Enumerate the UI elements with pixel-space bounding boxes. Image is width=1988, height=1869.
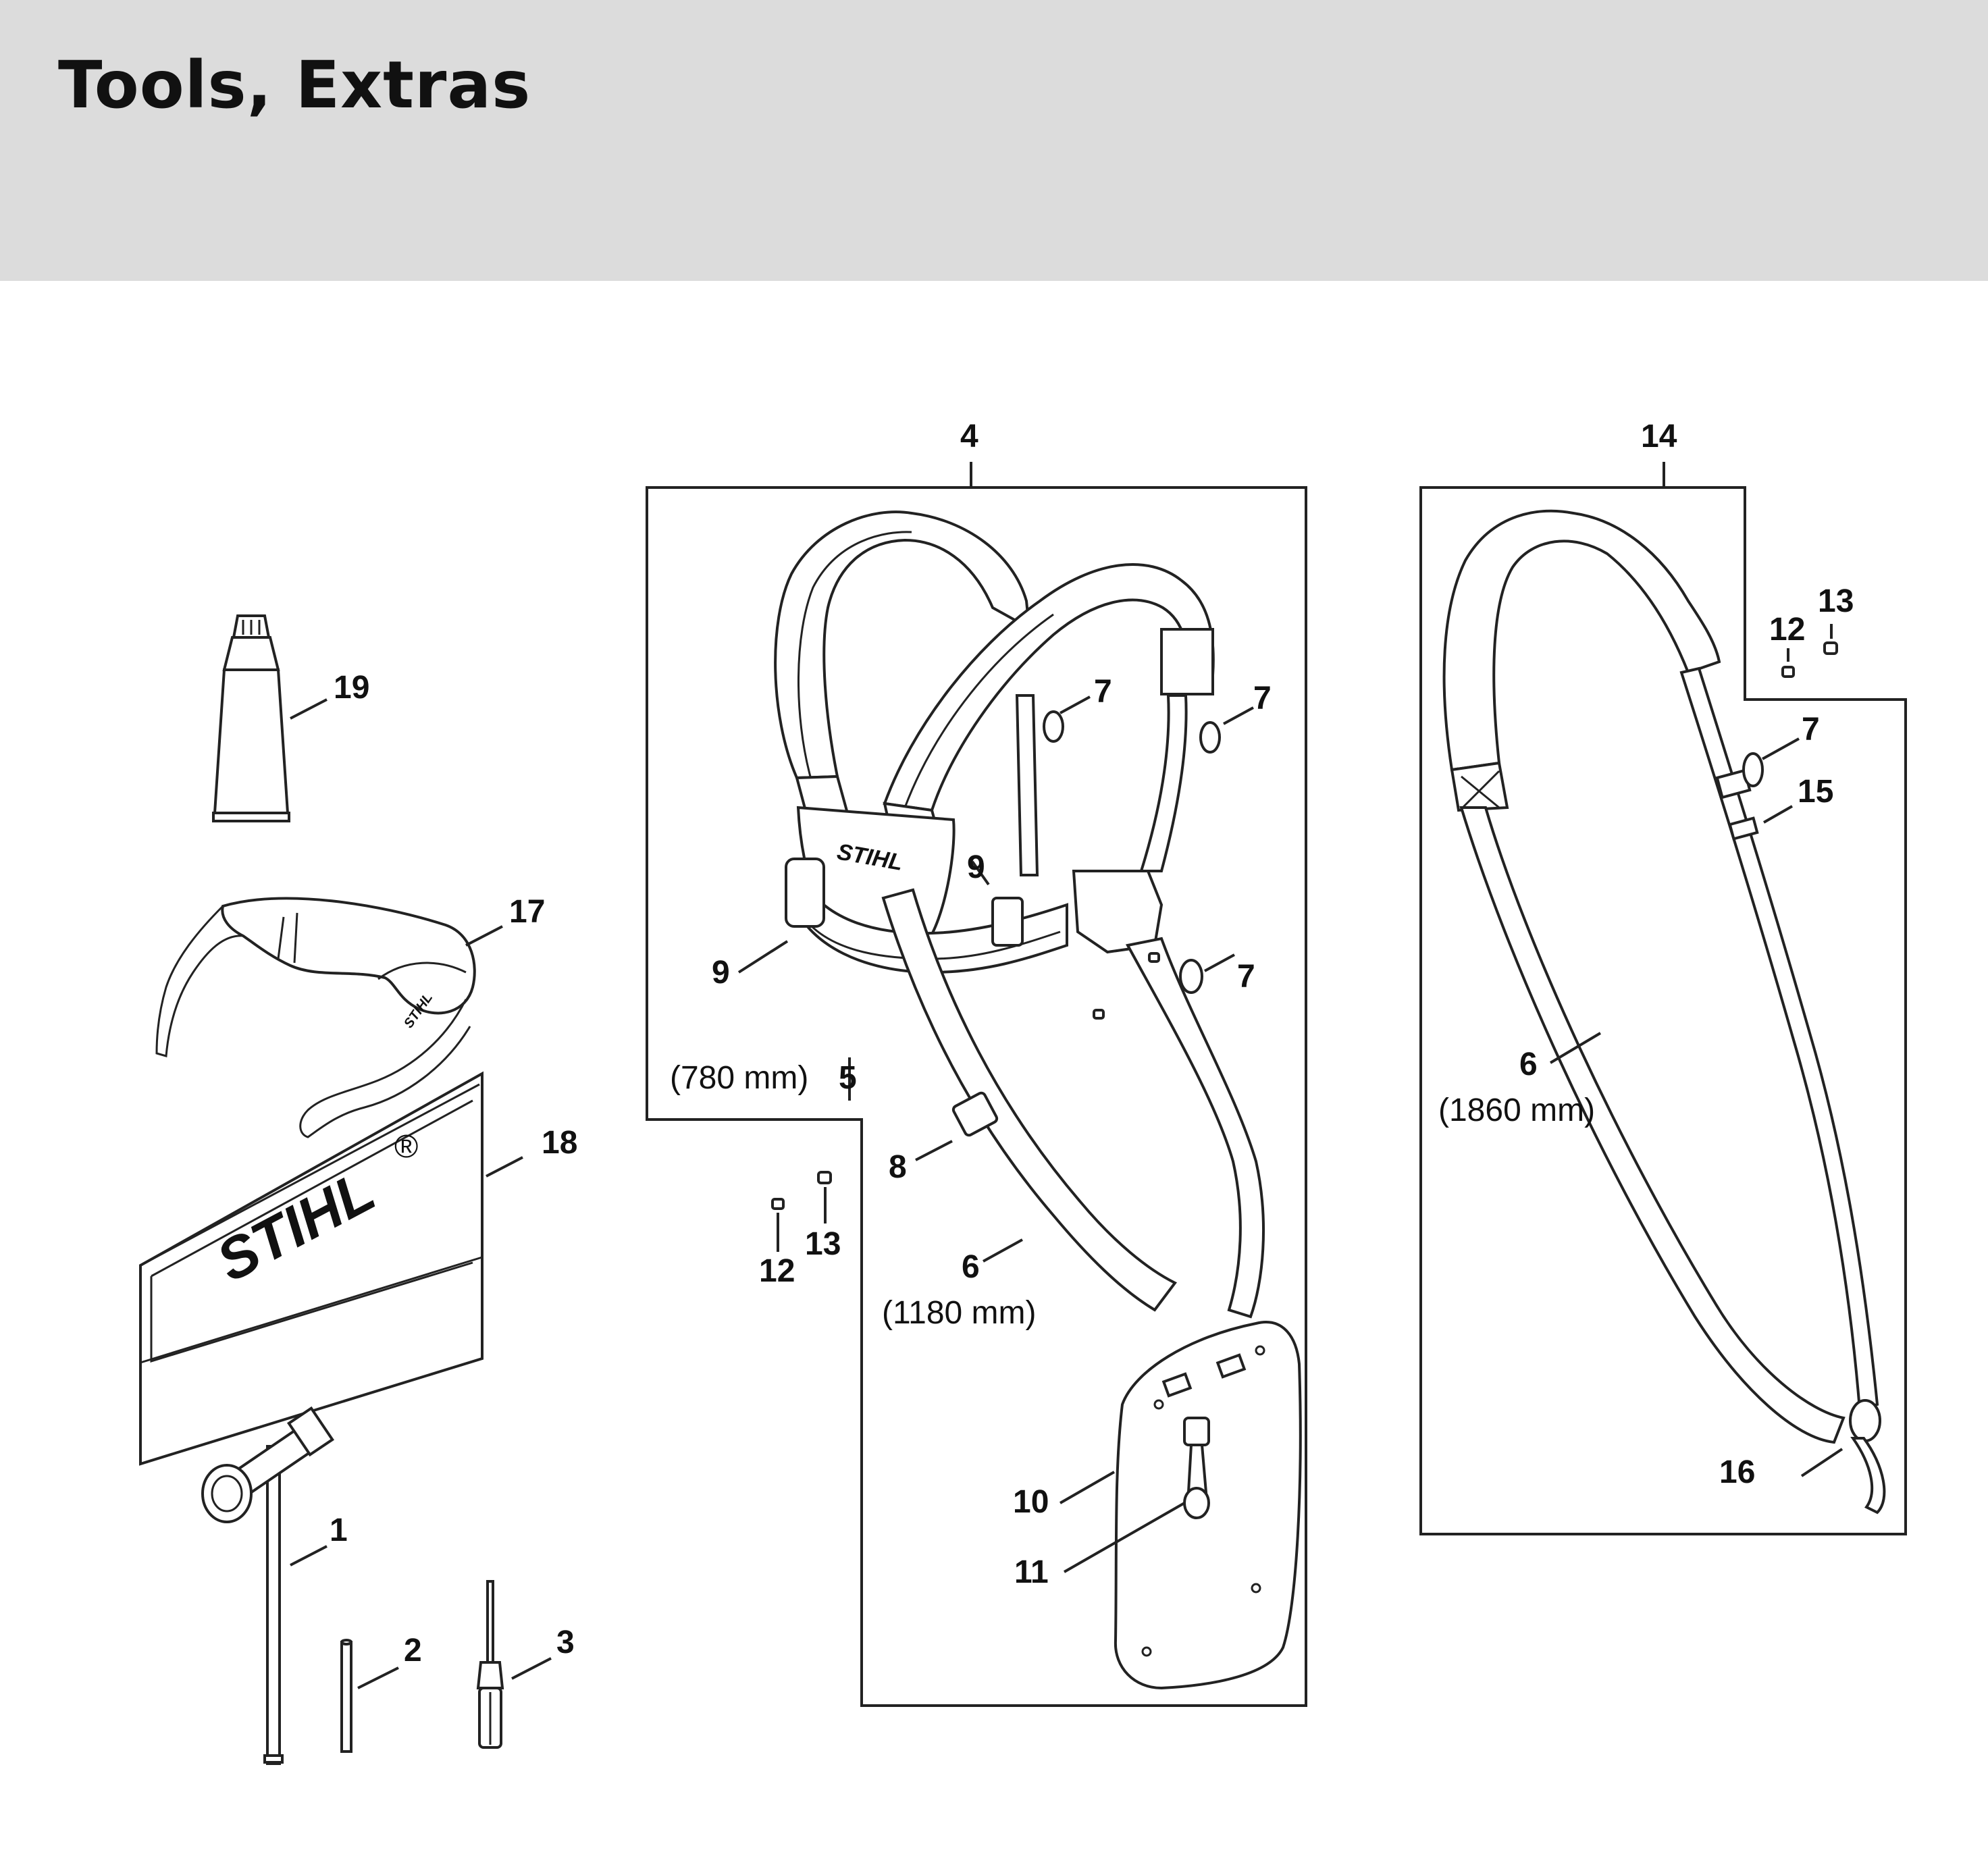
misc-screws-harness [1093, 952, 1160, 1020]
callout-2: 2 [404, 1633, 422, 1668]
shoulder-strap-group-frame [1419, 486, 1907, 1535]
screwdriver-part [476, 1580, 504, 1749]
callout-12-harness: 12 [759, 1253, 795, 1289]
callout-10: 10 [1013, 1484, 1049, 1520]
callout-16: 16 [1719, 1454, 1755, 1490]
screw-part-12-harness [771, 1198, 785, 1210]
nut-part-13-harness [817, 1171, 832, 1184]
harness-group-frame [646, 486, 1307, 1707]
callout-14: 14 [1641, 419, 1677, 454]
callout-13-strap: 13 [1818, 583, 1854, 619]
pin-part [340, 1639, 352, 1753]
callout-7-a: 7 [1094, 674, 1112, 710]
callout-19: 19 [334, 670, 369, 706]
callout-5: 5 [839, 1060, 857, 1096]
harness-part: STIHL [774, 510, 1302, 1690]
grease-tube-part [212, 614, 290, 822]
callout-4: 4 [960, 419, 978, 454]
callout-11: 11 [1014, 1554, 1049, 1590]
note-1180mm: (1180 mm) [882, 1295, 1037, 1331]
callout-13-harness: 13 [805, 1226, 841, 1262]
note-780mm: (780 mm) [670, 1060, 808, 1096]
callout-7-b: 7 [1253, 681, 1272, 716]
callout-9-back: 9 [967, 849, 985, 885]
pouch-registered-mark: ® [394, 1129, 418, 1165]
page-title: Tools, Extras [58, 47, 531, 123]
tool-pouch-part: STIHL ® [139, 1071, 483, 1466]
combination-wrench-part [201, 1406, 335, 1765]
callout-18: 18 [542, 1125, 577, 1161]
callout-9-left: 9 [712, 955, 730, 991]
shoulder-strap-part [1442, 509, 1886, 1515]
note-1860mm: (1860 mm) [1438, 1093, 1595, 1128]
title-banner: Tools, Extras [0, 0, 1988, 281]
callout-17: 17 [509, 894, 545, 930]
callout-1: 1 [330, 1512, 348, 1548]
leader-lines [290, 624, 1843, 1689]
callout-8: 8 [889, 1149, 907, 1185]
callout-7-c: 7 [1237, 959, 1255, 995]
callout-6-strap: 6 [1519, 1047, 1538, 1082]
callout-7-d: 7 [1802, 712, 1820, 747]
callout-12-strap: 12 [1769, 612, 1805, 648]
callout-3: 3 [556, 1625, 575, 1660]
screw-part-12-strap [1781, 666, 1795, 678]
nut-part-13-strap [1823, 641, 1838, 655]
safety-glasses-part: STIHL [155, 897, 476, 1138]
callout-15: 15 [1798, 774, 1833, 810]
callout-6-harness: 6 [962, 1249, 980, 1285]
